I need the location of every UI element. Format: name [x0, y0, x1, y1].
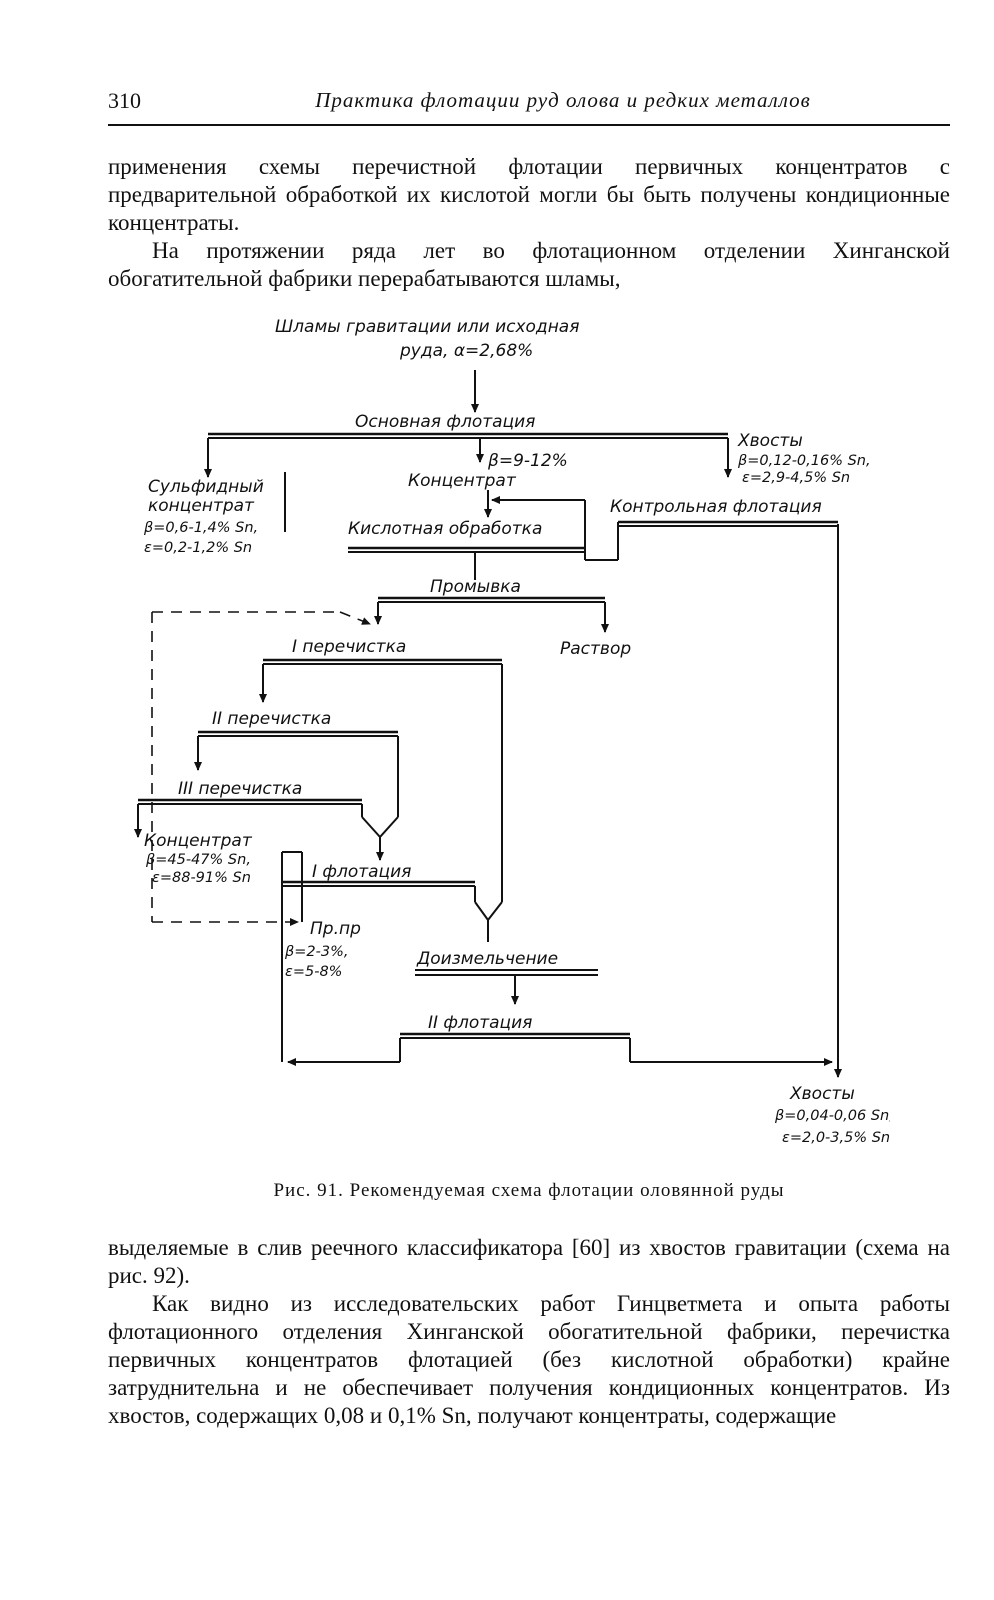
sulfide-eps: ε=0,2-1,2% Sn — [144, 540, 252, 556]
tails2-beta: β=0,04-0,06 Sn, — [774, 1108, 890, 1124]
paragraph: применения схемы перечистной флотации пе… — [108, 154, 950, 235]
washing-label: Промывка — [430, 577, 521, 597]
sulfide-label: Сульфидный — [148, 477, 264, 497]
feed-label: Шламы гравитации или исходная — [275, 317, 579, 337]
merge-line — [474, 901, 489, 921]
acid-treatment-label: Кислотная обработка — [348, 519, 542, 539]
merge-line — [379, 816, 399, 838]
page-number: 310 — [108, 88, 141, 113]
tails1-label: Хвосты — [737, 431, 803, 451]
cleaning1-label: I перечистка — [292, 637, 406, 657]
flotation-flow-diagram: Шламы гравитации или исходная руда, α=2,… — [134, 317, 890, 1146]
tails1-beta: β=0,12-0,16% Sn, — [737, 453, 871, 469]
beta-main-label: β=9-12% — [487, 451, 568, 471]
tails2-label: Хвосты — [789, 1084, 855, 1104]
merge-line — [361, 816, 381, 838]
paragraph: выделяемые в слив реечного классификатор… — [108, 1235, 950, 1288]
flotation2-label: II флотация — [428, 1013, 532, 1033]
merge-line — [487, 901, 503, 921]
sulfide-label: концентрат — [148, 496, 255, 516]
page-header: 310 Практика флотации руд олова и редких… — [108, 84, 950, 126]
feed-label: руда, α=2,68% — [399, 341, 533, 361]
flotation1-label: I флотация — [312, 862, 411, 882]
middlings-label: Пр.пр — [310, 919, 361, 939]
cleaning3-label: III перечистка — [178, 779, 302, 799]
running-title: Практика флотации руд олова и редких мет… — [315, 88, 811, 112]
final-concentrate-label: Концентрат — [144, 831, 253, 851]
paragraph: На протяжении ряда лет во флотационном о… — [108, 238, 950, 291]
main-flotation-label: Основная флотация — [355, 412, 535, 432]
figure-caption: Рис. 91. Рекомендуемая схема флотации ол… — [273, 1180, 785, 1201]
tails2-eps: ε=2,0-3,5% Sn — [782, 1130, 890, 1146]
regrinding-label: Доизмельчение — [416, 949, 558, 969]
diagram-labels: Шламы гравитации или исходная руда, α=2,… — [143, 317, 890, 1146]
final-concentrate-beta: β=45-47% Sn, — [145, 852, 251, 868]
body-text-bottom: выделяемые в слив реечного классификатор… — [108, 1234, 950, 1430]
tails1-eps: ε=2,9-4,5% Sn — [742, 470, 850, 486]
sulfide-beta: β=0,6-1,4% Sn, — [143, 520, 258, 536]
control-flotation-label: Контрольная флотация — [610, 497, 822, 517]
solution-label: Раствор — [560, 639, 631, 659]
final-concentrate-eps: ε=88-91% Sn — [152, 870, 251, 886]
body-text-top: применения схемы перечистной флотации пе… — [108, 153, 950, 293]
recycle-line — [339, 611, 371, 625]
cleaning2-label: II перечистка — [212, 709, 331, 729]
paragraph: Как видно из исследовательских работ Гин… — [108, 1291, 950, 1428]
concentrate-label: Концентрат — [408, 471, 517, 491]
middlings-beta: β=2-3%, — [284, 944, 348, 960]
middlings-eps: ε=5-8% — [285, 964, 342, 980]
